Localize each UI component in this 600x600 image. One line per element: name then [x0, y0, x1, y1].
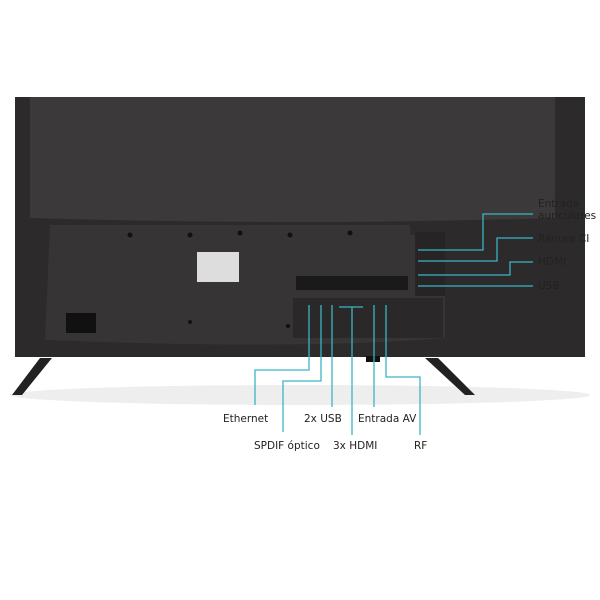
stand-foot	[366, 356, 380, 362]
label-av-in: Entrada AV	[358, 413, 417, 425]
left-leg	[12, 358, 52, 395]
side-port-panel	[415, 232, 445, 296]
mount-screws	[127, 230, 353, 328]
label-ci-slot: Ranura CI	[538, 233, 590, 245]
vent-grille	[296, 276, 408, 290]
tv-upper-panel	[30, 97, 555, 222]
label-headphones-line2: auriculares	[538, 210, 597, 222]
label-spdif: SPDIF óptico	[254, 440, 320, 452]
label-usb-bottom: 2x USB	[304, 413, 342, 425]
label-usb-side: USB	[538, 280, 560, 292]
floor-shadow	[10, 385, 590, 405]
label-rf: RF	[414, 440, 428, 452]
label-ethernet: Ethernet	[223, 413, 269, 425]
callout-lines	[254, 213, 533, 435]
label-hdmi-bottom: 3x HDMI	[333, 440, 378, 452]
spec-sticker	[197, 252, 239, 282]
right-leg	[425, 358, 475, 395]
bottom-port-panel	[293, 298, 443, 338]
label-hdmi-side: HDMI	[538, 256, 567, 268]
power-socket	[66, 313, 96, 333]
label-headphones-line1: Entrada	[538, 198, 580, 210]
